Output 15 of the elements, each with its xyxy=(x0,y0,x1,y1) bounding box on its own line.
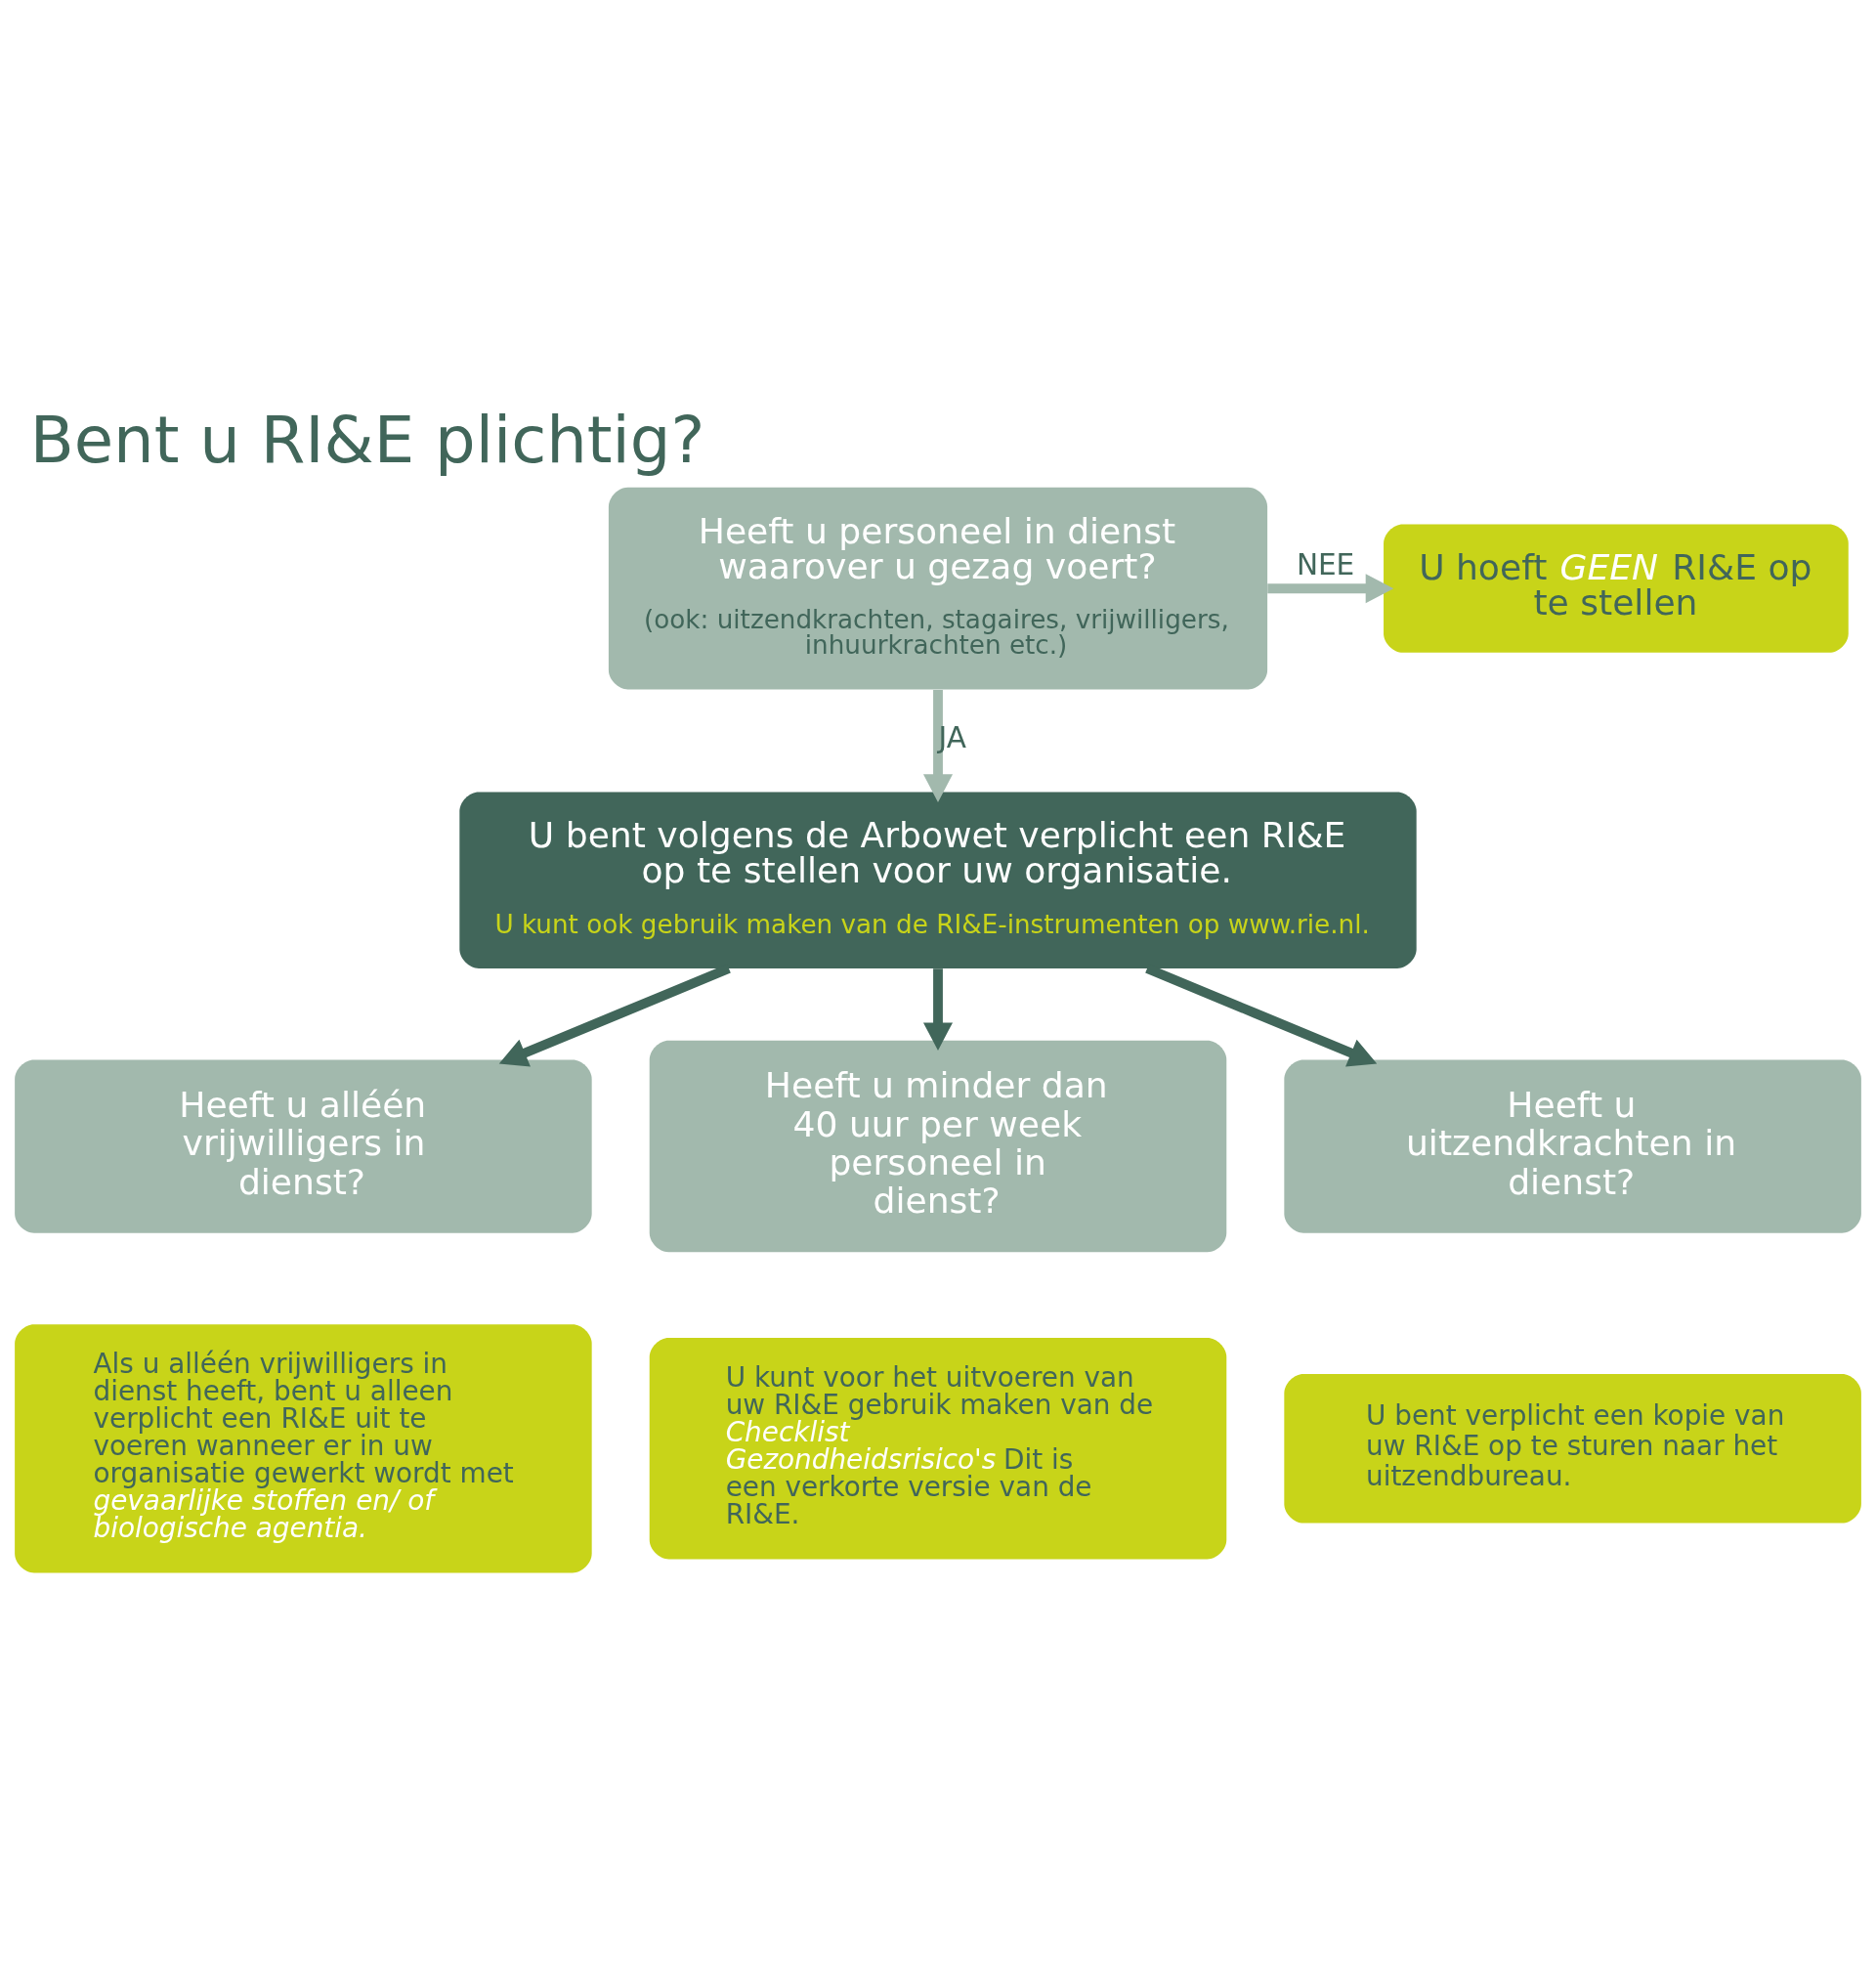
edge-label: JA xyxy=(938,720,966,754)
node-box: Heeft u uitzendkrachten in dienst? xyxy=(1284,1059,1861,1233)
node-box: Heeft u alléén vrijwilligers in dienst? xyxy=(15,1059,592,1233)
node-box: U kunt voor het uitvoeren van uw RI&E gebruik maken van de Checklist Gezondheidsrisico's Dit is een verkorte versie van de RI&E. xyxy=(649,1337,1227,1559)
edge-label: NEE xyxy=(1296,547,1355,581)
node-box: U bent verplicht een kopie van uw RI&E op te sturen naar het uitzendbureau. xyxy=(1284,1373,1861,1524)
arrow xyxy=(922,689,954,802)
arrow xyxy=(922,967,954,1051)
node-box: Heeft u personeel in dienst waarover u gezag voert? (ook: uitzendkrachten, stagaires, vrijwilligers, inhuurkrachten etc.) xyxy=(608,487,1268,690)
node-box: Heeft u minder dan 40 uur per week personeel in dienst? xyxy=(649,1040,1227,1252)
node-box: U hoeft GEEN RI&E op te stellen xyxy=(1384,524,1849,653)
arrow xyxy=(1267,573,1394,603)
node-box: U bent volgens de Arbowet verplicht een RI&E op te stellen voor uw organisatie. U kunt ook gebruik maken van de RI&E-instrumenten op www.rie.nl. xyxy=(459,792,1417,968)
diagram-title: Bent u RI&E plichtig? xyxy=(29,402,705,477)
node-box: Als u alléén vrijwilligers in dienst heeft, bent u alleen verplicht een RI&E uit te voeren wanneer er in uw organisatie gewerkt wordt met gevaarlijke stoffen en/ of biologische agentia. xyxy=(15,1323,592,1572)
